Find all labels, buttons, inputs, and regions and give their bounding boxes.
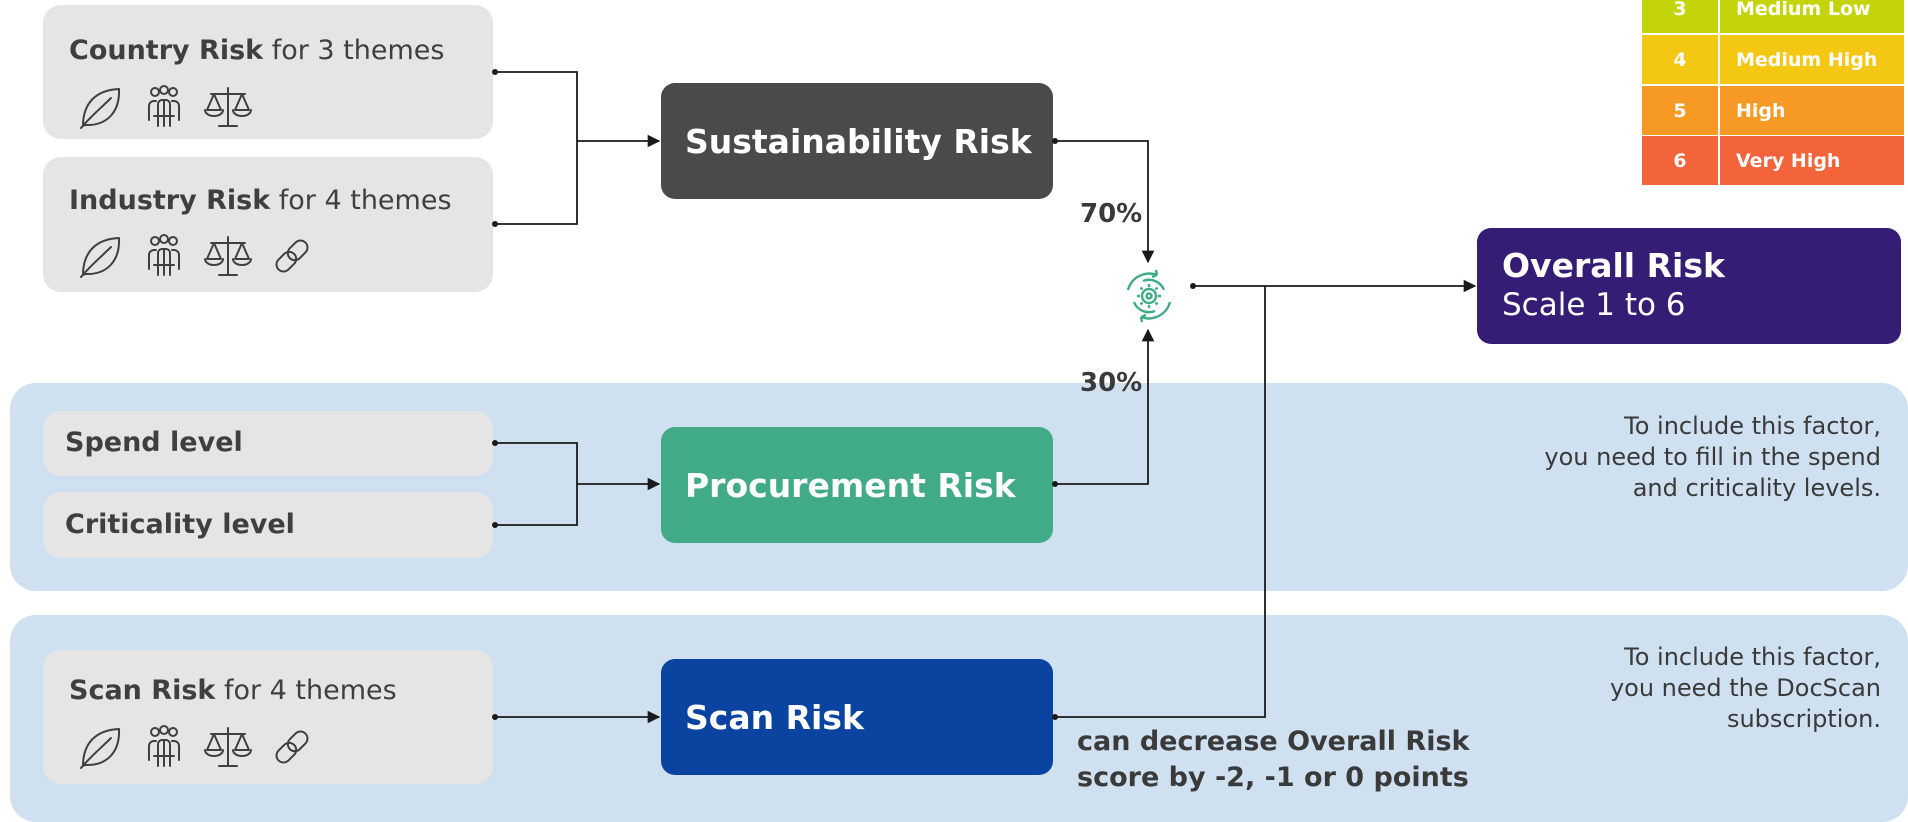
leaf-icon	[80, 237, 121, 278]
scan-risk-box: Scan Risk	[661, 659, 1053, 775]
legend-number: 6	[1642, 136, 1720, 185]
procurement-note-line: and criticality levels.	[1632, 474, 1881, 502]
procurement-to-combine-arrow	[1055, 328, 1155, 485]
sustainability-weight: 70%	[1080, 199, 1143, 229]
scan-risk-input-title: Scan Risk for 4 themes	[69, 675, 397, 706]
country-risk-card: Country Risk for 3 themes	[43, 5, 493, 139]
legend-label: Medium Low	[1736, 0, 1871, 20]
people-icon	[148, 234, 180, 276]
spend-level-card: Spend level	[43, 411, 493, 476]
legend-row: 3 Medium Low	[1642, 0, 1904, 33]
sustainability-to-combine-arrow	[1055, 140, 1155, 264]
people-icon	[148, 725, 180, 767]
scan-effect-text: can decrease Overall Risk score by -2, -…	[1077, 724, 1470, 796]
legend-label: High	[1736, 99, 1786, 122]
scan-note-line: subscription.	[1726, 705, 1881, 733]
legend-label: Very High	[1736, 149, 1841, 172]
overall-risk-title: Overall Risk	[1502, 246, 1725, 285]
scan-to-overall-line	[1055, 286, 1266, 718]
connector-dot	[1052, 481, 1058, 487]
scan-risk-input-icons	[73, 720, 319, 774]
connector-dot	[1052, 714, 1058, 720]
spend-level-label: Spend level	[65, 427, 243, 458]
legend-number: 5	[1642, 86, 1720, 135]
leaf-icon	[80, 88, 121, 129]
criticality-level-label: Criticality level	[65, 509, 295, 540]
legend-number: 3	[1642, 0, 1720, 33]
procurement-note-line: you need to fill in the spend	[1544, 443, 1881, 471]
scan-note: To include this factor, you need the Doc…	[1421, 642, 1881, 735]
legend-row: 5 High	[1642, 86, 1904, 135]
sustainability-risk-box: Sustainability Risk	[661, 83, 1053, 199]
procurement-note: To include this factor, you need to fill…	[1421, 411, 1881, 504]
connector-dot	[1052, 138, 1058, 144]
scan-note-line: you need the DocScan	[1609, 674, 1881, 702]
criticality-to-procurement-line	[495, 484, 578, 526]
country-risk-title: Country Risk for 3 themes	[69, 35, 445, 66]
overall-risk-box: Overall Risk Scale 1 to 6	[1477, 228, 1901, 344]
chain-link-icon	[275, 730, 309, 764]
legend-row: 4 Medium High	[1642, 35, 1904, 84]
industry-risk-title: Industry Risk for 4 themes	[69, 185, 452, 216]
legend-row: 6 Very High	[1642, 136, 1904, 185]
leaf-icon	[80, 728, 121, 769]
connector-dot	[492, 69, 498, 75]
connector-dot	[492, 221, 498, 227]
people-icon	[148, 85, 180, 127]
connector-dot	[492, 440, 498, 446]
procurement-note-line: To include this factor,	[1624, 412, 1881, 440]
legend-number: 4	[1642, 35, 1720, 84]
scan-note-line: To include this factor,	[1624, 643, 1881, 671]
scan-risk-label: Scan Risk	[685, 697, 864, 737]
scales-icon	[204, 87, 252, 127]
combine-gear-icon	[1126, 269, 1172, 323]
spend-to-procurement-line	[495, 442, 578, 484]
procurement-risk-box: Procurement Risk	[661, 427, 1053, 543]
industry-risk-card: Industry Risk for 4 themes	[43, 157, 493, 292]
industry-risk-icons	[73, 229, 319, 283]
chain-link-icon	[275, 239, 309, 273]
sustainability-risk-label: Sustainability Risk	[685, 121, 1032, 161]
procurement-weight: 30%	[1080, 368, 1143, 398]
connector-dot	[492, 522, 498, 528]
connector-dot	[492, 714, 498, 720]
legend-label: Medium High	[1736, 48, 1878, 71]
country-to-sustainability-line	[495, 71, 578, 141]
scan-risk-input-card: Scan Risk for 4 themes	[43, 650, 493, 784]
connector-dot	[1190, 283, 1196, 289]
scan-effect-line: score by -2, -1 or 0 points	[1077, 762, 1469, 793]
scales-icon	[204, 236, 252, 276]
overall-risk-scale: Scale 1 to 6	[1502, 287, 1686, 323]
procurement-risk-label: Procurement Risk	[685, 465, 1016, 505]
criticality-level-card: Criticality level	[43, 492, 493, 558]
scales-icon	[204, 727, 252, 767]
scan-effect-line: can decrease Overall Risk	[1077, 726, 1470, 757]
country-risk-icons	[73, 80, 255, 134]
industry-to-sustainability-line	[495, 141, 578, 225]
